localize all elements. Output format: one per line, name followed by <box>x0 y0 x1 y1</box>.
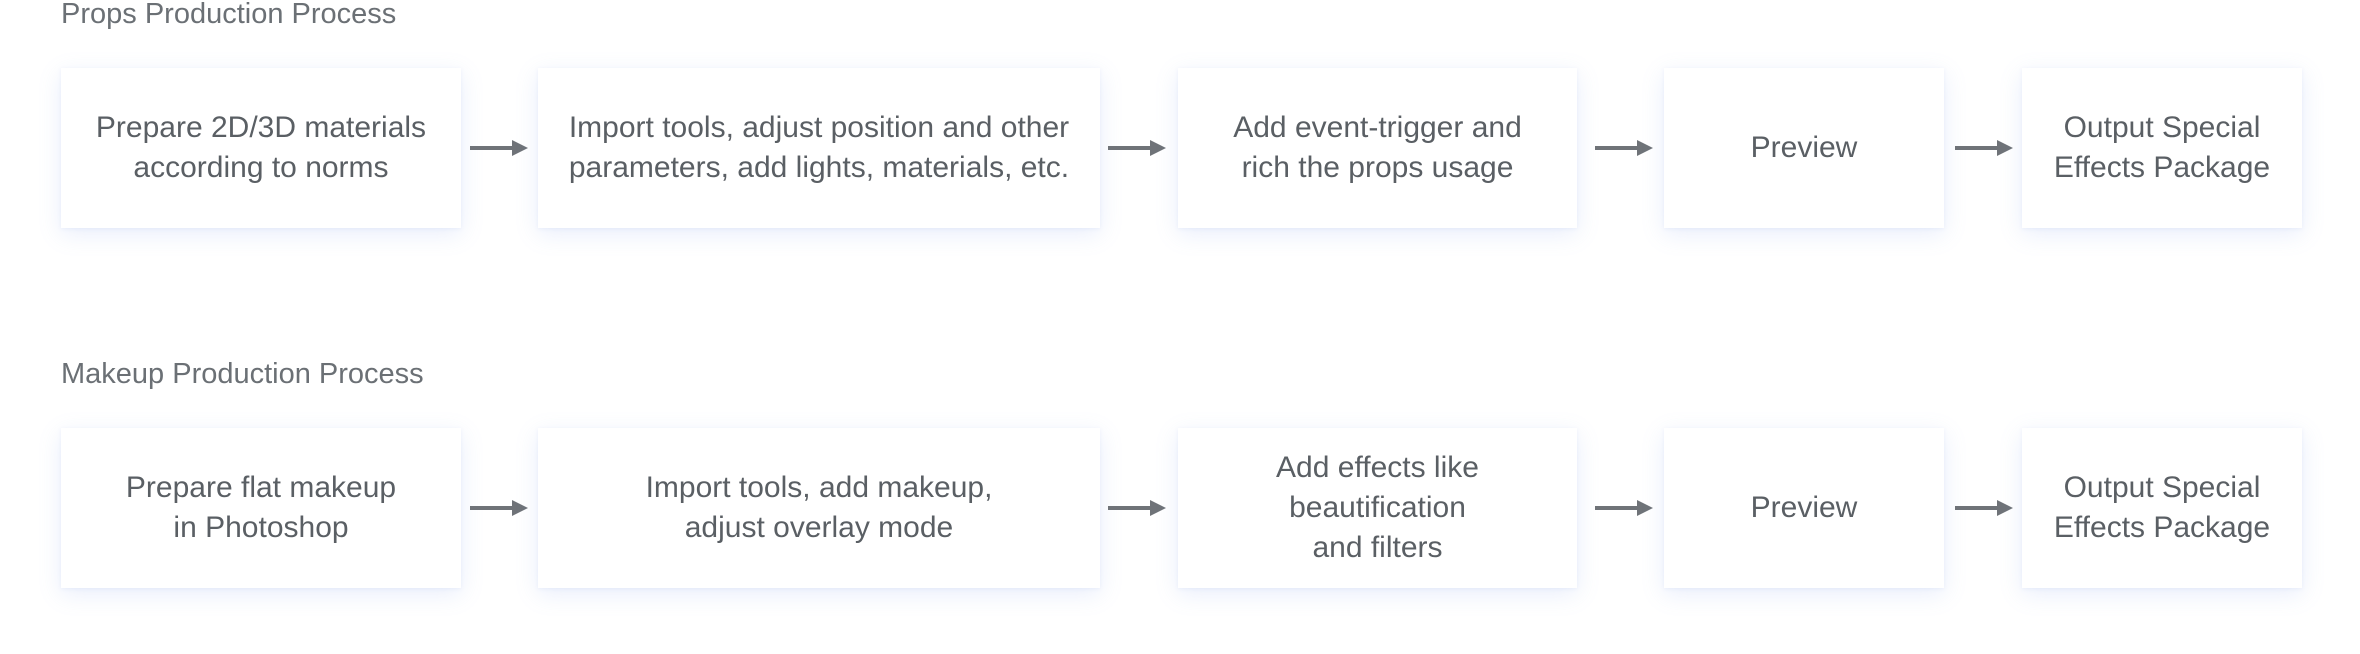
arrow-icon <box>1108 138 1166 158</box>
step-import-tools-makeup: Import tools, add makeup, adjust overlay… <box>538 428 1100 588</box>
step-output-package: Output Special Effects Package <box>2022 428 2302 588</box>
step-preview: Preview <box>1664 428 1944 588</box>
step-prepare-flat-makeup: Prepare flat makeup in Photoshop <box>61 428 461 588</box>
arrow-icon <box>1108 498 1166 518</box>
arrow-icon <box>1955 498 2013 518</box>
step-add-event-trigger: Add event-trigger and rich the props usa… <box>1178 68 1577 228</box>
step-label: Prepare flat makeup in Photoshop <box>125 471 397 544</box>
arrow-icon <box>470 138 528 158</box>
step-output-package: Output Special Effects Package <box>2022 68 2302 228</box>
step-label: Prepare 2D/3D materials according to nor… <box>95 111 427 184</box>
props-production-process: Props Production Process Prepare 2D/3D m… <box>61 0 2302 228</box>
step-prepare-materials: Prepare 2D/3D materials according to nor… <box>61 68 461 228</box>
section-title: Props Production Process <box>61 0 397 30</box>
arrow-icon <box>470 498 528 518</box>
step-label: Output Special Effects Package <box>2053 471 2271 544</box>
section-title: Makeup Production Process <box>61 358 424 390</box>
step-preview: Preview <box>1664 68 1944 228</box>
step-label: Preview <box>1750 131 1858 164</box>
step-label: Preview <box>1750 491 1858 524</box>
step-label: Output Special Effects Package <box>2053 111 2271 184</box>
step-add-effects: Add effects like beautification and filt… <box>1178 428 1577 588</box>
arrow-icon <box>1955 138 2013 158</box>
arrow-icon <box>1595 498 1653 518</box>
step-label: Add event-trigger and rich the props usa… <box>1233 111 1522 184</box>
step-label: Import tools, adjust position and other … <box>568 111 1070 184</box>
step-import-tools: Import tools, adjust position and other … <box>538 68 1100 228</box>
step-label: Import tools, add makeup, adjust overlay… <box>645 471 993 544</box>
makeup-production-process: Makeup Production Process Prepare flat m… <box>0 360 2360 654</box>
step-label: Add effects like beautification and filt… <box>1276 451 1479 564</box>
arrow-icon <box>1595 138 1653 158</box>
